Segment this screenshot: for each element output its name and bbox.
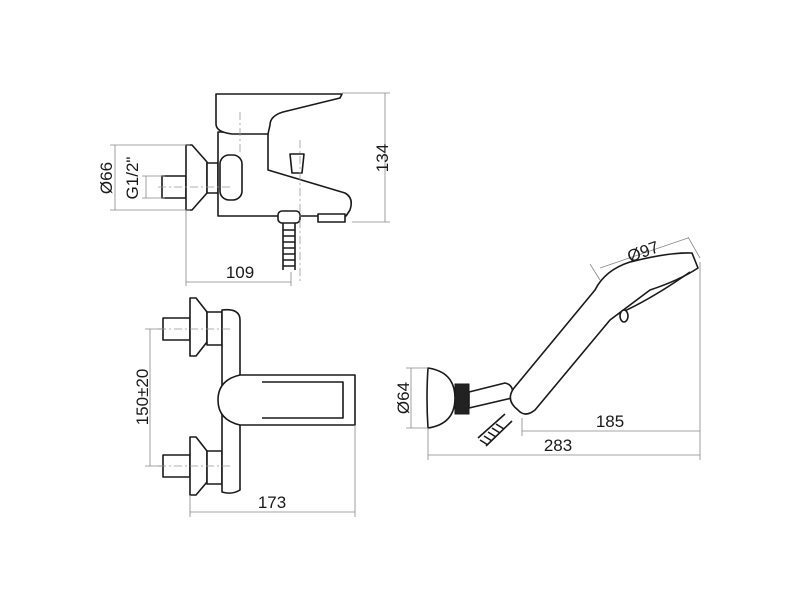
shower-handle[interactable] bbox=[509, 252, 699, 415]
side-view: 134 109 Ø66 G1/2" bbox=[97, 92, 392, 286]
dim-flange: Ø66 bbox=[97, 162, 116, 194]
top-flange bbox=[189, 297, 208, 357]
dim-total: 283 bbox=[544, 436, 572, 455]
lever-inset bbox=[262, 381, 344, 419]
hand-shower: Ø97 Ø64 185 283 bbox=[394, 236, 701, 460]
hose-connector bbox=[277, 210, 301, 224]
diverter-knob[interactable] bbox=[289, 153, 305, 174]
union-nut bbox=[206, 162, 219, 194]
lever-front[interactable] bbox=[217, 374, 356, 426]
wall-bracket bbox=[426, 367, 456, 429]
dim-height: 134 bbox=[373, 144, 392, 172]
bath-outlet bbox=[317, 213, 346, 223]
hose bbox=[282, 223, 296, 270]
dim-spacing: 150±20 bbox=[133, 369, 152, 426]
dim-bracket: Ø64 bbox=[394, 382, 413, 414]
bracket-arm bbox=[468, 382, 514, 409]
spray-button[interactable] bbox=[619, 309, 629, 323]
cartridge-cover bbox=[219, 154, 243, 201]
dim-thread: G1/2" bbox=[123, 157, 142, 200]
dim-reach: 185 bbox=[596, 412, 624, 431]
wall-flange bbox=[185, 144, 208, 211]
lever-handle[interactable] bbox=[215, 93, 343, 135]
front-view: 150±20 173 bbox=[133, 297, 356, 517]
bottom-nut bbox=[206, 450, 223, 485]
hose bbox=[477, 413, 513, 447]
mixer-body bbox=[217, 131, 352, 217]
bracket-nut bbox=[454, 383, 470, 415]
dim-depth: 109 bbox=[226, 263, 254, 282]
top-nut bbox=[206, 311, 223, 346]
dim-width: 173 bbox=[258, 493, 286, 512]
